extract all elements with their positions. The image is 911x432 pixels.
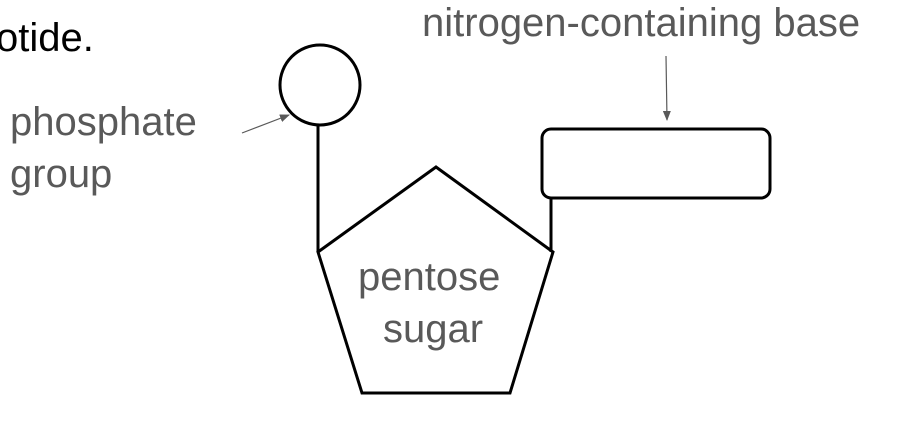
phosphate-circle <box>278 43 362 127</box>
title-fragment: otide. <box>0 16 94 60</box>
nitrogen-arrow <box>662 55 671 121</box>
phosphate-label-line1: phosphate <box>10 100 197 144</box>
phosphate-arrow <box>241 114 290 134</box>
nitrogen-base-label: nitrogen-containing base <box>422 1 861 45</box>
nitrogen-base-box <box>540 127 772 200</box>
phosphate-label-line2: group <box>10 152 113 196</box>
sugar-label-line2: sugar <box>383 307 484 351</box>
pentose-pentagon <box>316 165 555 395</box>
sugar-label-line1: pentose <box>358 255 501 299</box>
